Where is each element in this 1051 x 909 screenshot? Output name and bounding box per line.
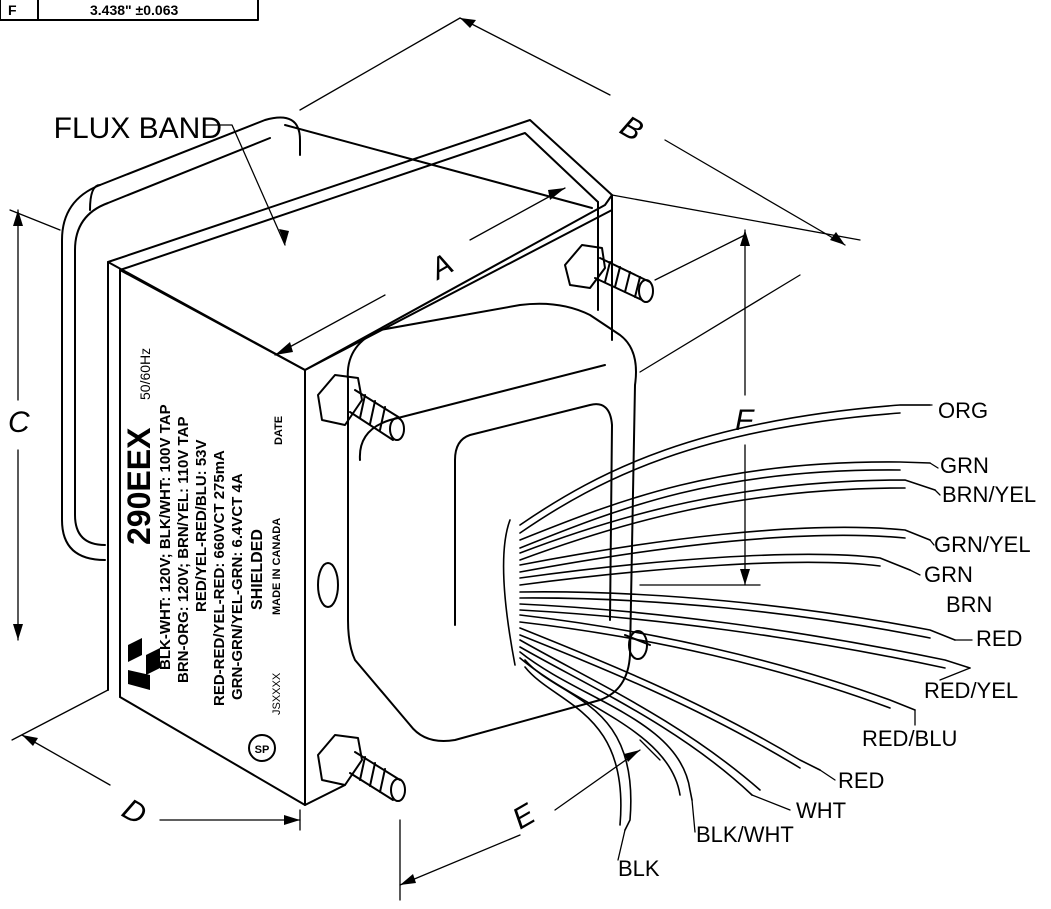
lead-red-2: RED: [838, 768, 884, 793]
stud-top-front: [317, 374, 405, 441]
front-face: [119, 209, 613, 806]
dimension-lines: [9, 17, 861, 901]
nameplate: 290EEX 50/60Hz BLK-WHT: 120V; BLK/WHT: 1…: [121, 348, 285, 762]
lead-red-1: RED: [976, 626, 1022, 651]
lead-brn-yel: BRN/YEL: [942, 482, 1036, 507]
winding-line-3: RED/YEL-RED/BLU: 53V: [193, 439, 210, 612]
winding-line-5: GRN-GRN/YEL-GRN: 6.4VCT 4A: [229, 473, 246, 700]
dim-c-label: C: [8, 406, 30, 439]
shielded-text: SHIELDED: [249, 529, 266, 610]
stud-top-right: [564, 244, 654, 303]
lead-wht: WHT: [796, 798, 846, 823]
spec-table: F 3.438" ±0.063: [0, 0, 259, 21]
stud-bottom-front: [317, 734, 406, 802]
dim-d-label: D: [117, 792, 152, 831]
spec-value: 3.438" ±0.063: [90, 2, 178, 18]
lead-blk-wht: BLK/WHT: [696, 822, 794, 847]
csa-text: SP: [255, 744, 270, 756]
flux-band-label: FLUX BAND: [54, 112, 222, 145]
winding-line-2: BRN-ORG: 120V; BRN/YEL: 110V TAP: [175, 417, 192, 683]
stud-bottom-rear: [624, 630, 651, 660]
dim-e-label: E: [507, 797, 542, 836]
csa-logo-icon: SP: [248, 734, 276, 762]
lead-grn-yel: GRN/YEL: [934, 532, 1031, 557]
lead-brn: BRN: [946, 592, 992, 617]
dim-b-label: B: [615, 109, 649, 148]
lead-blk: BLK: [618, 856, 660, 881]
frequency: 50/60Hz: [137, 348, 153, 400]
coil-cover: [317, 302, 637, 742]
arrowheads: [13, 18, 845, 885]
lead-red-blu: RED/BLU: [862, 726, 957, 751]
spec-letter: F: [8, 2, 17, 18]
date-text: DATE: [273, 416, 285, 445]
dim-f-label: F: [735, 404, 755, 437]
made-in-text: MADE IN CANADA: [271, 518, 283, 615]
lead-red-yel: RED/YEL: [924, 678, 1018, 703]
lead-label-leaders: [617, 404, 973, 861]
winding-line-1: BLK-WHT: 120V; BLK/WHT: 100V TAP: [157, 404, 174, 670]
model-number: 290EEX: [121, 427, 157, 545]
winding-line-4: RED-RED/YEL-RED: 660VCT 275mA: [211, 450, 228, 706]
lead-grn-1: GRN: [940, 453, 989, 478]
lead-org: ORG: [938, 398, 988, 423]
manufacturer-logo-icon: [128, 638, 160, 690]
lead-grn-2: GRN: [924, 562, 973, 587]
code-text: JSXXXX: [271, 672, 283, 715]
dim-a-label: A: [423, 247, 459, 287]
lead-wires: [502, 404, 971, 831]
